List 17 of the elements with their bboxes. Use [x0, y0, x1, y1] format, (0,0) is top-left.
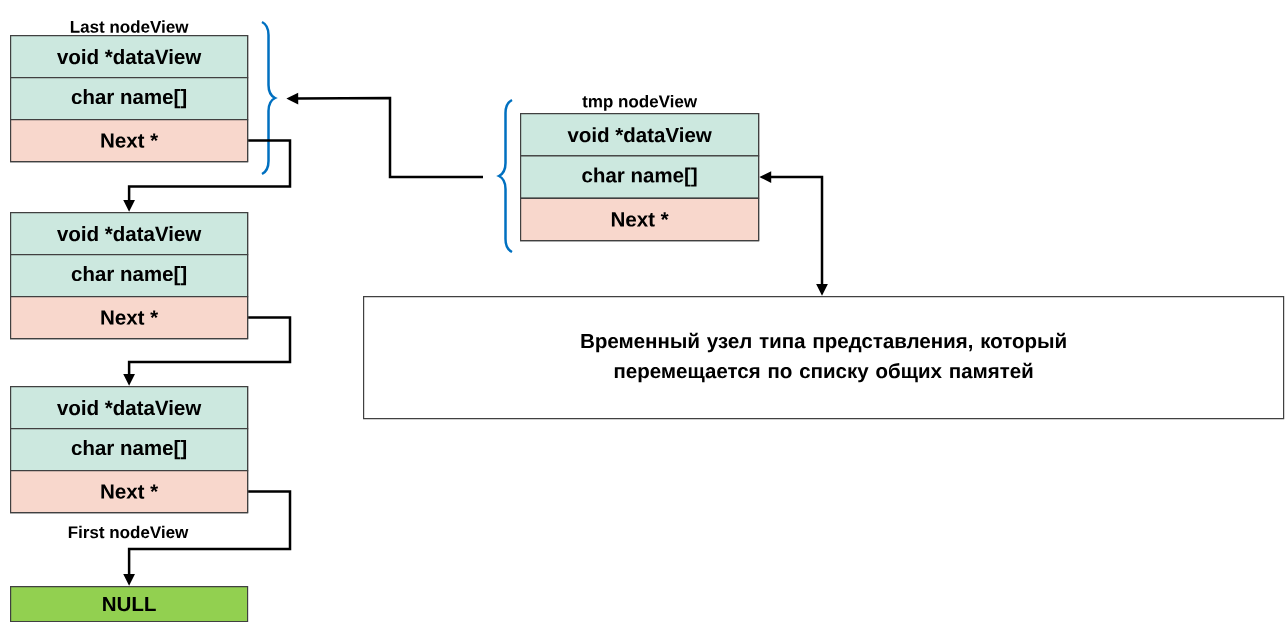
node-label: tmp nodeView: [582, 94, 698, 111]
null-box: NULL: [10, 586, 249, 622]
field-cell: void *dataView: [520, 113, 760, 157]
field-cell: char name[]: [10, 428, 249, 472]
field-cell: void *dataView: [10, 35, 249, 79]
note-box: Временный узел типа представления, который перемещается по списку общих памятей: [363, 296, 1285, 420]
caption: First nodeView: [68, 525, 189, 539]
field-cell: char name[]: [520, 155, 760, 199]
field-cell: char name[]: [10, 254, 249, 298]
field-cell: char name[]: [10, 77, 249, 121]
pointer-cell: Next *: [10, 470, 249, 514]
field-cell: void *dataView: [10, 386, 249, 430]
field-cell: void *dataView: [10, 212, 249, 256]
pointer-cell: Next *: [10, 296, 249, 340]
pointer-cell: Next *: [520, 197, 760, 242]
pointer-cell: Next *: [10, 119, 249, 163]
node-label: Last nodeView: [70, 20, 189, 33]
